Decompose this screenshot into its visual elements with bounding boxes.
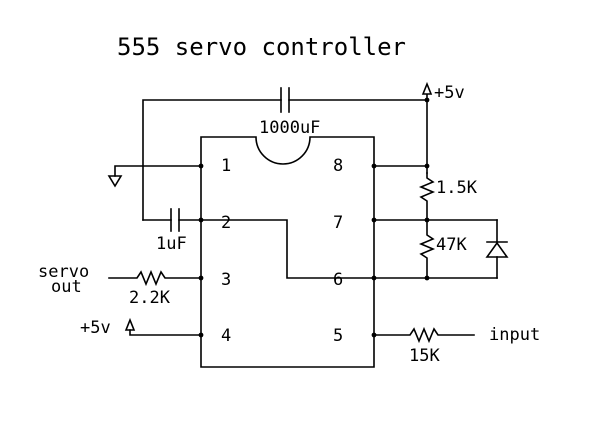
pin-1-label: 1 [221,156,231,176]
pin-7-dot [371,217,377,223]
vcc-left-label: +5v [80,318,111,338]
pin-8-label: 8 [333,156,343,176]
junction-top [424,97,430,103]
pin-2-label: 2 [221,213,231,233]
cap-1uf-label: 1uF [156,234,187,254]
ground-icon [107,175,123,188]
ic-555-body [200,136,375,368]
servo-out-label-2: out [51,277,82,297]
pin-8-dot [371,163,377,169]
resistor-2-2k-label: 2.2K [129,288,171,308]
junction-pin-7 [424,217,430,223]
resistor-1-5k-label: 1.5K [436,178,478,198]
diode-icon [485,219,509,279]
resistor-47k-label: 47K [436,235,467,255]
pin-6-label: 6 [333,270,343,290]
wire-right-rail [418,99,436,279]
vcc-top-arrow-icon [421,81,433,95]
junction-pin-8 [424,163,430,169]
resistor-15k-label: 15K [409,346,440,366]
wire-pin-1-ground [114,165,202,177]
wire-pin-4-vcc [129,329,202,336]
pin-5-label: 5 [333,326,343,346]
junction-pin-6 [424,275,430,281]
wire-top-loop [142,87,428,221]
vcc-left-arrow-icon [124,317,136,331]
cap-1000uf-label: 1000uF [259,118,320,138]
pin-6-dot [371,275,377,281]
diagram-title: 555 servo controller [117,33,406,61]
wire-servo-out [108,269,202,287]
pin-3-label: 3 [221,270,231,290]
vcc-top-label: +5v [434,83,465,103]
wire-pin-2-to-6 [200,219,375,279]
wire-input [373,326,475,344]
pin-7-label: 7 [333,213,343,233]
wire-cap-1uf [142,208,202,232]
input-label: input [489,325,540,345]
servo-out-label-1: servo [38,262,89,282]
pin-4-label: 4 [221,326,231,346]
